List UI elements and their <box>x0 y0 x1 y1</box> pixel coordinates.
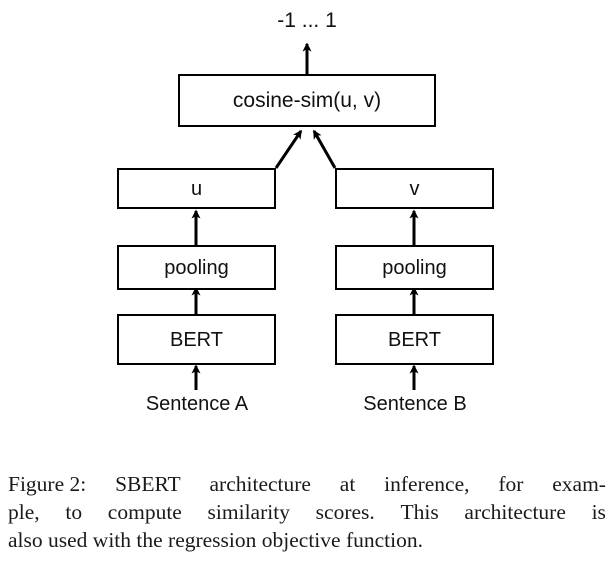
node-cosine-sim: cosine-sim(u, v) <box>178 74 436 127</box>
input-label-sentence-a: Sentence A <box>145 393 249 415</box>
output-score-label: -1 ... 1 <box>277 9 337 32</box>
node-pooling-b: pooling <box>335 245 494 290</box>
caption-w6: exam- <box>552 472 606 496</box>
arrow-v-to-cosine <box>312 129 337 169</box>
caption-w2: architecture <box>209 472 311 496</box>
node-embedding-u: u <box>117 168 276 209</box>
caption-w4: inference, <box>384 472 470 496</box>
caption-w14: is <box>591 500 606 524</box>
caption-w11: scores. <box>315 500 375 524</box>
input-label-sentence-b: Sentence B <box>363 393 467 415</box>
arrow-u-to-cosine <box>274 129 303 169</box>
caption-w9: compute <box>107 500 182 524</box>
caption-w7: ple, <box>8 500 40 524</box>
caption-line-1: Figure 2: SBERT architecture at inferenc… <box>8 470 606 498</box>
caption-figure-number: Figure 2: <box>8 472 87 496</box>
caption-w10: similarity <box>207 500 290 524</box>
sbert-architecture-diagram: -1 ... 1 cosine-sim(u, v) u v pooling po… <box>117 9 494 415</box>
figure-caption: Figure 2: SBERT architecture at inferenc… <box>8 470 606 554</box>
caption-w8: to <box>65 500 83 524</box>
caption-line-3: also used with the regression objective … <box>8 528 423 552</box>
caption-line-2: ple, to compute similarity scores. This … <box>8 498 606 526</box>
caption-w3: at <box>339 472 356 496</box>
node-bert-a: BERT <box>117 314 276 365</box>
diagram-connectors <box>191 42 419 390</box>
caption-w13: architecture <box>464 500 566 524</box>
caption-w12: This <box>400 500 439 524</box>
caption-w1: SBERT <box>115 472 181 496</box>
caption-w5: for <box>498 472 524 496</box>
node-embedding-v: v <box>335 168 494 209</box>
node-pooling-a: pooling <box>117 245 276 290</box>
node-bert-b: BERT <box>335 314 494 365</box>
